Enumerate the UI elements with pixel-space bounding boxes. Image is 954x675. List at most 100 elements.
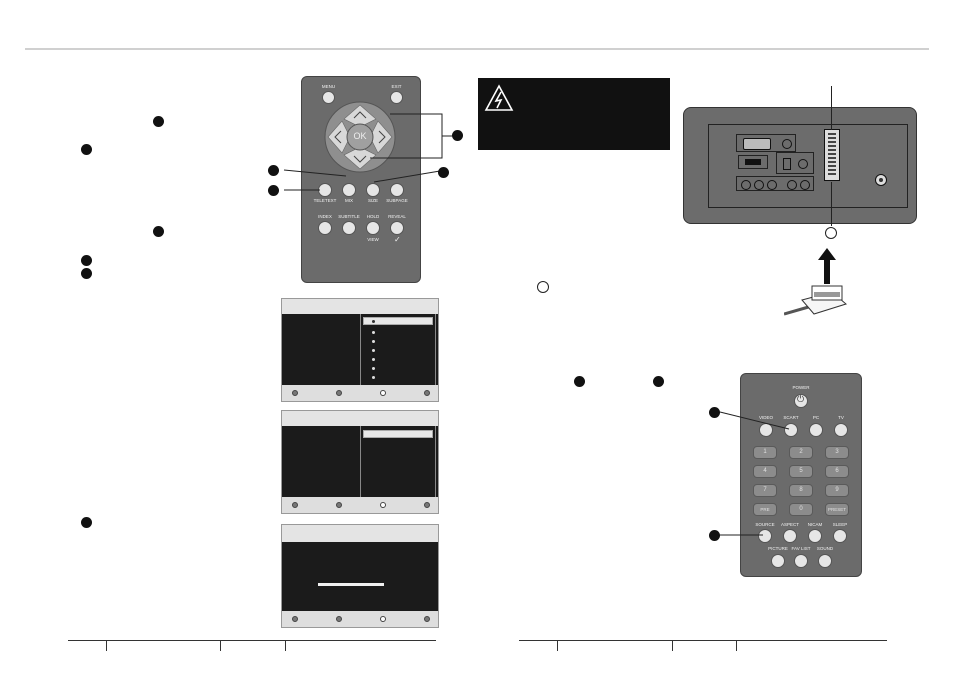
- list-item[interactable]: [372, 376, 375, 379]
- menu-footer: [282, 611, 438, 627]
- scart-button[interactable]: [784, 423, 798, 437]
- number-button-2[interactable]: 2: [789, 446, 813, 459]
- scart-pins-icon: [828, 133, 836, 177]
- picture-button[interactable]: [771, 554, 785, 568]
- menu-header: [282, 525, 438, 542]
- source-button[interactable]: [758, 529, 772, 543]
- subpage-label: SUBPAGE: [386, 198, 408, 203]
- audio-jack-icon: [782, 139, 792, 149]
- number-button-8[interactable]: 8: [789, 484, 813, 497]
- check-icon: ✓: [394, 235, 401, 244]
- callout-marker: [452, 130, 463, 141]
- yellow-key-icon: [380, 616, 386, 622]
- footer-rule-left: [68, 640, 436, 641]
- rca-jack-icon: [754, 180, 764, 190]
- mix-button[interactable]: [342, 183, 356, 197]
- size-button[interactable]: [366, 183, 380, 197]
- sound-button[interactable]: [818, 554, 832, 568]
- scart-port[interactable]: [824, 129, 840, 181]
- blue-key-icon: [424, 390, 430, 396]
- blue-key-icon: [424, 616, 430, 622]
- rca-jack-icon: [800, 180, 810, 190]
- rca-jack-icon: [741, 180, 751, 190]
- upper-remote-callout-lines: [283, 113, 452, 191]
- high-voltage-warning-icon: [484, 84, 514, 111]
- vga-port[interactable]: [736, 134, 796, 152]
- fav-list-button[interactable]: [794, 554, 808, 568]
- exit-button[interactable]: [390, 91, 403, 104]
- aspect-label: ASPECT: [780, 522, 799, 527]
- callout-marker: [438, 167, 449, 178]
- sleep-button[interactable]: [833, 529, 847, 543]
- hold-button[interactable]: [366, 221, 380, 235]
- sleep-label: SLEEP: [832, 522, 848, 527]
- usb-port-group[interactable]: [776, 152, 814, 174]
- aspect-button[interactable]: [783, 529, 797, 543]
- red-key-icon: [292, 502, 298, 508]
- index-button[interactable]: [318, 221, 332, 235]
- av-rca-ports[interactable]: [736, 176, 814, 191]
- size-label: SIZE: [367, 198, 378, 203]
- connector-area: [708, 124, 908, 208]
- menu-header: [282, 411, 438, 426]
- blue-key-icon: [424, 502, 430, 508]
- menu-divider: [360, 426, 361, 499]
- number-button-9[interactable]: 9: [825, 484, 849, 497]
- number-button-4[interactable]: 4: [753, 465, 777, 478]
- pc-button[interactable]: [809, 423, 823, 437]
- fav-list-label: FAV LIST: [791, 546, 811, 551]
- picture-label: PICTURE: [768, 546, 788, 551]
- subpage-button[interactable]: [390, 183, 404, 197]
- warning-box: [478, 78, 670, 150]
- number-button-5[interactable]: 5: [789, 465, 813, 478]
- bullet-icon: [372, 319, 375, 323]
- power-icon: ⏻: [797, 394, 805, 404]
- scart-pointer-line: [831, 86, 832, 130]
- list-item[interactable]: [372, 349, 375, 352]
- pre-button[interactable]: PRE: [753, 503, 777, 516]
- menu-divider: [360, 314, 361, 387]
- callout-marker: [153, 226, 164, 237]
- callout-marker-hollow: [825, 227, 837, 239]
- preset-button[interactable]: PRESET: [825, 503, 849, 516]
- number-button-1[interactable]: 1: [753, 446, 777, 459]
- ok-label[interactable]: OK: [353, 131, 367, 141]
- antenna-socket[interactable]: [875, 174, 887, 186]
- highlighted-list-item[interactable]: [363, 430, 433, 438]
- scart-pointer-line: [831, 182, 832, 226]
- red-key-icon: [292, 390, 298, 396]
- number-button-0[interactable]: 0: [789, 503, 813, 516]
- yellow-key-icon: [380, 502, 386, 508]
- list-item[interactable]: [372, 331, 375, 334]
- number-button-6[interactable]: 6: [825, 465, 849, 478]
- footer-tick: [285, 641, 286, 651]
- menu-footer: [282, 385, 438, 401]
- insert-arrow-icon: [818, 248, 836, 284]
- list-item[interactable]: [372, 358, 375, 361]
- reveal-button[interactable]: [390, 221, 404, 235]
- number-button-7[interactable]: 7: [753, 484, 777, 497]
- vga-connector-icon: [743, 138, 771, 150]
- highlighted-list-item[interactable]: [363, 317, 433, 325]
- tv-button[interactable]: [834, 423, 848, 437]
- footer-tick: [220, 641, 221, 651]
- tv-label: TV: [838, 415, 844, 420]
- nicam-button[interactable]: [808, 529, 822, 543]
- callout-marker: [709, 530, 720, 541]
- hdmi-port[interactable]: [738, 155, 768, 169]
- number-button-3[interactable]: 3: [825, 446, 849, 459]
- power-button[interactable]: ⏻: [794, 394, 808, 408]
- list-item[interactable]: [372, 367, 375, 370]
- mix-label: MIX: [344, 198, 353, 203]
- teletext-label: TELETEXT: [313, 198, 337, 203]
- yellow-key-icon: [380, 390, 386, 396]
- callout-marker: [653, 376, 664, 387]
- power-label: POWER: [792, 385, 810, 390]
- footer-tick: [106, 641, 107, 651]
- subtitle-button[interactable]: [342, 221, 356, 235]
- list-item[interactable]: [372, 340, 375, 343]
- nicam-label: NICAM: [807, 522, 823, 527]
- menu-button[interactable]: [322, 91, 335, 104]
- menu-screen-selection: [281, 410, 439, 514]
- callout-marker-hollow: [537, 281, 549, 293]
